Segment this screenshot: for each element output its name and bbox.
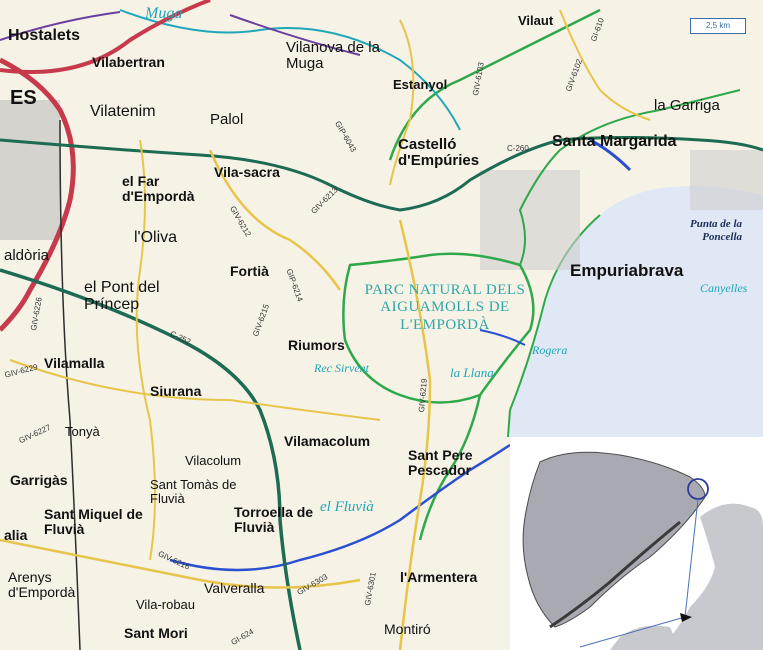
road-local-6 <box>389 19 415 186</box>
town-loliva[interactable]: l'Oliva <box>134 229 178 246</box>
town-vilatenim[interactable]: Vilatenim <box>90 103 156 120</box>
river-label-fluvia: el Fluvià <box>320 499 374 515</box>
pointer-line-2 <box>579 616 686 648</box>
iberia-fragment <box>610 625 680 650</box>
border-line <box>0 11 361 56</box>
road-c252 <box>0 268 302 650</box>
road-local-2 <box>398 219 432 650</box>
park-boundary <box>342 252 535 404</box>
road-local-1 <box>208 149 342 291</box>
river-muga <box>119 9 461 131</box>
road-local-7 <box>559 9 651 121</box>
town-aldoria[interactable]: aldòria <box>4 247 50 264</box>
park-boundary-south <box>418 394 482 541</box>
town-castello[interactable]: Castelló d'Empúries <box>398 136 480 169</box>
town-sant-pere[interactable]: Sant Pere Pescador <box>408 447 473 478</box>
road-local-5 <box>135 139 156 561</box>
town-valveralla[interactable]: Valveralla <box>204 580 265 596</box>
town-torroella[interactable]: Torroella de Fluvià <box>234 504 314 535</box>
town-estanyol[interactable]: Estanyol <box>393 77 448 92</box>
scale-bar: 2,5 km <box>690 18 746 34</box>
town-la-garriga[interactable]: la Garriga <box>654 97 720 114</box>
highway <box>0 57 76 332</box>
town-santa-margarida[interactable]: Santa Margarida <box>552 133 677 150</box>
road-local-4 <box>0 538 361 589</box>
railway <box>59 119 81 650</box>
town-sant-mori[interactable]: Sant Mori <box>124 625 188 641</box>
river-label-rec-sirvent: Rec Sirvent <box>314 361 369 375</box>
town-vilamacolum[interactable]: Vilamacolum <box>284 433 371 449</box>
urban-empuriabrava <box>480 170 580 270</box>
locator-map <box>522 451 763 650</box>
town-sant-tomas[interactable]: Sant Tomàs de Fluvià <box>150 477 237 506</box>
urban-figueres <box>0 100 60 240</box>
locator-inset <box>510 437 763 650</box>
cape-label-punta-poncella: Punta de la Poncella <box>690 218 742 244</box>
town-arenys[interactable]: Arenys d'Empordà <box>8 569 76 600</box>
town-es[interactable]: ES <box>10 87 37 109</box>
park-boundary-east <box>518 89 741 266</box>
town-el-far[interactable]: el Far d'Empordà <box>122 173 195 204</box>
sea-label-canyelles: Canyelles <box>700 281 748 295</box>
town-sant-miquel[interactable]: Sant Miquel de Fluvià <box>44 506 143 537</box>
town-vilacolum[interactable]: Vilacolum <box>185 453 242 468</box>
catalonia-shadow <box>549 520 681 629</box>
town-larmentera[interactable]: l'Armentera <box>400 569 478 585</box>
town-tonya[interactable]: Tonyà <box>65 424 100 439</box>
town-vilabertran[interactable]: Vilabertran <box>92 54 165 70</box>
river-rogera <box>479 329 526 346</box>
river-label-muga: Muga <box>145 5 183 22</box>
town-siurana[interactable]: Siurana <box>150 383 202 399</box>
town-el-pont[interactable]: el Pont del Príncep <box>84 279 160 313</box>
highway-2 <box>0 0 211 74</box>
urban-santa-margarida <box>690 150 763 210</box>
road-c260 <box>0 136 763 212</box>
park-label: PARC NATURAL DELS AIGUAMOLLS DE L'EMPORD… <box>364 282 526 333</box>
pointer-line-1 <box>684 498 699 618</box>
river-castello <box>589 138 632 172</box>
river-label-la-llana: la Llana <box>450 365 494 380</box>
town-empuriabrava[interactable]: Empuriabrava <box>570 261 684 280</box>
river-fluvia <box>169 443 511 572</box>
town-hostalets[interactable]: Hostalets <box>8 27 81 44</box>
road-label-c260: C-260 <box>507 144 529 153</box>
town-fortia[interactable]: Fortià <box>230 263 269 279</box>
road-local-3 <box>9 359 381 421</box>
town-garrigas[interactable]: Garrigàs <box>10 472 68 488</box>
town-alia[interactable]: alia <box>4 527 28 543</box>
town-vilanova[interactable]: Vilanova de la Muga <box>286 39 380 72</box>
town-palol[interactable]: Palol <box>210 111 244 128</box>
river-label-rogera: Rogera <box>532 343 568 357</box>
town-vilamalla[interactable]: Vilamalla <box>44 355 105 371</box>
town-vila-robau[interactable]: Vila-robau <box>136 597 196 612</box>
pointer-arrow <box>680 613 692 622</box>
town-riumors[interactable]: Riumors <box>288 337 345 353</box>
europe-silhouette <box>660 503 763 650</box>
town-vila-sacra[interactable]: Vila-sacra <box>214 164 280 180</box>
town-vilaut[interactable]: Vilaut <box>518 13 554 28</box>
town-montiro[interactable]: Montiró <box>384 621 431 637</box>
catalonia-shape <box>522 451 706 628</box>
